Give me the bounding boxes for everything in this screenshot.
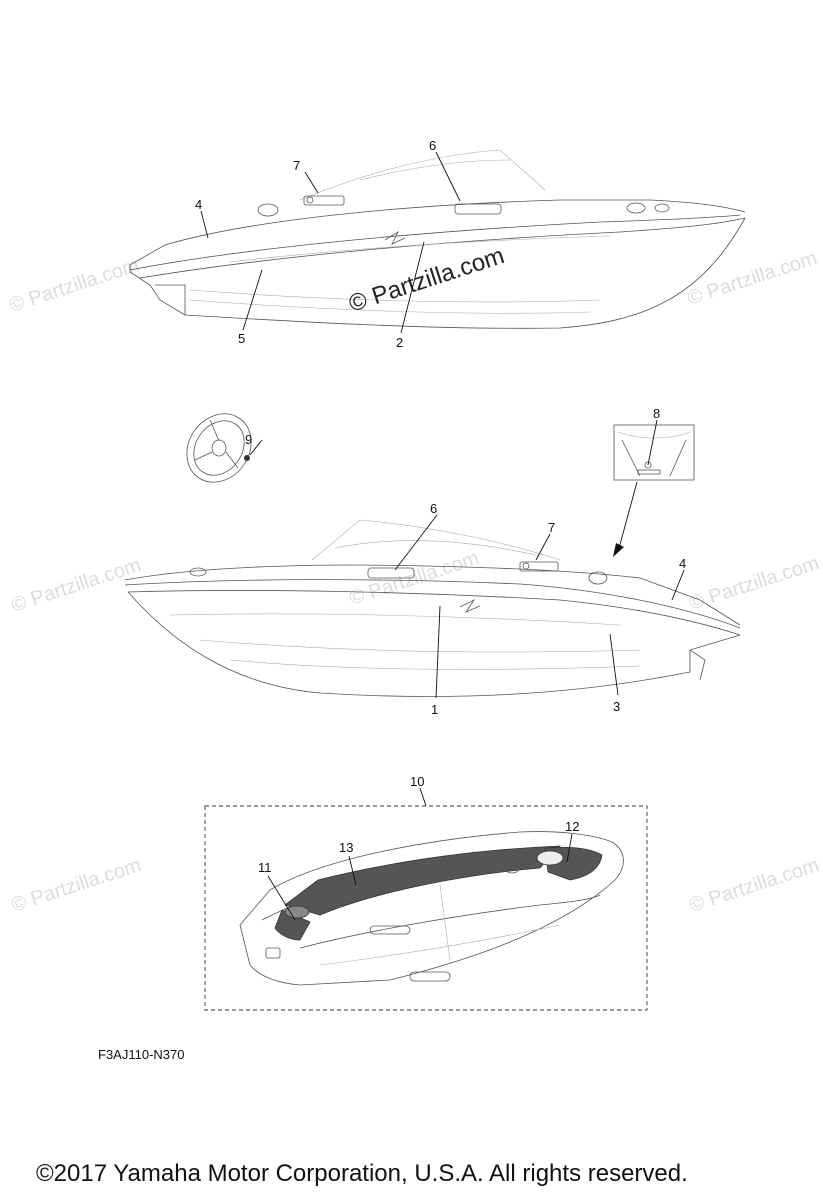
callout-label: 6 (430, 501, 437, 516)
watermark-text: © Partzilla.com (9, 854, 144, 917)
callout-label: 7 (293, 158, 300, 173)
watermark-text: © Partzilla.com (687, 552, 822, 615)
watermark-main: © Partzilla.com (346, 242, 508, 318)
boat-side-view (129, 149, 746, 329)
watermark-group: © Partzilla.com © Partzilla.com © Partzi… (7, 247, 822, 917)
arrow-head (613, 543, 624, 557)
steering-wheel (186, 413, 252, 483)
callout-label: 11 (258, 860, 272, 875)
helm-inset (613, 419, 695, 481)
callout-label: 4 (679, 556, 686, 571)
boat-other-side-view (124, 519, 741, 697)
callouts-boat-other-side-view: 6 7 4 1 3 (394, 501, 686, 717)
callout-label: 3 (613, 699, 620, 714)
copyright-notice: ©2017 Yamaha Motor Corporation, U.S.A. A… (36, 1160, 688, 1187)
swim-platform-view (239, 831, 624, 986)
callouts-boat-side-view: 7 6 4 5 2 (195, 138, 461, 350)
callout-label: 10 (410, 774, 424, 789)
callout-label: 9 (245, 432, 252, 447)
callouts-deck-mat-view: 13 12 11 (258, 819, 579, 921)
callout-label: 2 (396, 335, 403, 350)
callout-label: 13 (339, 840, 353, 855)
leader-line (419, 787, 427, 807)
callout-label: 6 (429, 138, 436, 153)
arrow-line (617, 481, 638, 553)
watermark-text: © Partzilla.com (685, 247, 820, 310)
callout-label: 7 (548, 520, 555, 535)
callout-label: 1 (431, 702, 438, 717)
diagram-code: F3AJ110-N370 (98, 1047, 185, 1062)
watermark-text: © Partzilla.com (347, 547, 482, 610)
leader-line (249, 439, 263, 456)
watermark-text: © Partzilla.com (7, 254, 142, 317)
callout-label: 12 (565, 819, 579, 834)
callout-label: 8 (653, 406, 660, 421)
watermark-text: © Partzilla.com (9, 554, 144, 617)
watermark-text: © Partzilla.com (687, 854, 822, 917)
callout-label: 5 (238, 331, 245, 346)
callout-label: 4 (195, 197, 202, 212)
